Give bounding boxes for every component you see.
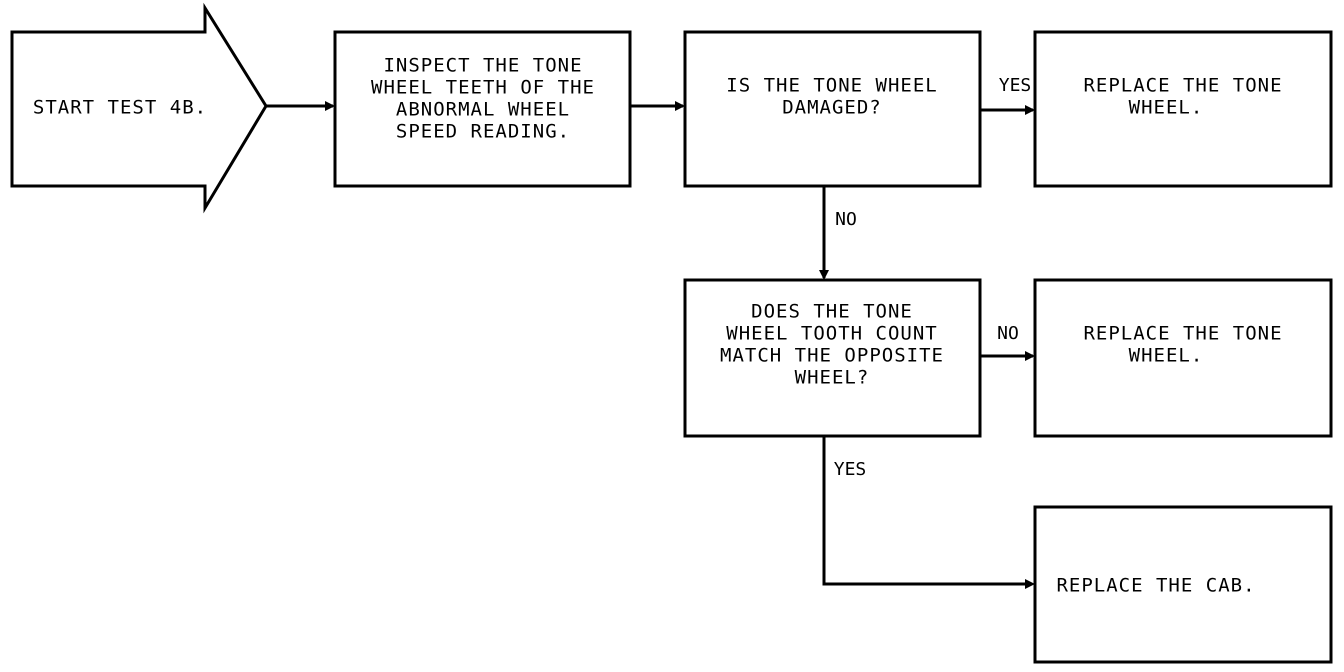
inspect-line-1: INSPECT THE TONE [383,55,582,77]
replace-tone-wheel-1-line-2: WHEEL. [1129,97,1204,119]
inspect-node: INSPECT THE TONE WHEEL TEETH OF THE ABNO… [333,30,632,188]
damaged-question-line-1: IS THE TONE WHEEL [726,75,937,97]
replace-tone-wheel-2-box [1033,278,1333,438]
edge-label-tooth-no: NO [997,323,1019,344]
edge-label-tooth-yes: YES [834,459,867,480]
replace-cab-line-1: REPLACE THE CAB. [1056,575,1255,597]
replace-tone-wheel-1-box [1033,30,1333,188]
tooth-count-question-line-1: DOES THE TONE [751,301,913,323]
arrowhead-start-inspect [325,101,335,111]
tooth-count-question-line-3: MATCH THE OPPOSITE [720,345,944,367]
arrowhead-damaged-no [819,270,829,280]
damaged-question-line-2: DAMAGED? [782,97,882,119]
arrowhead-tooth-yes [1025,579,1035,589]
arrowhead-damaged-yes [1025,105,1035,115]
replace-cab-box [1033,505,1333,664]
tooth-count-question-box [683,278,982,438]
replace-tone-wheel-2-node: REPLACE THE TONE WHEEL. [1033,278,1333,438]
start-arrow-shape [10,2,268,214]
damaged-question-node: IS THE TONE WHEEL DAMAGED? [683,30,982,188]
tooth-count-question-line-4: WHEEL? [795,367,870,389]
edge-label-damaged-yes: YES [999,75,1032,96]
inspect-line-2: WHEEL TEETH OF THE [371,77,595,99]
inspect-line-4: SPEED READING. [396,121,570,143]
tooth-count-question-line-2: WHEEL TOOTH COUNT [726,323,937,345]
inspect-line-3: ABNORMAL WHEEL [396,99,570,121]
start-node: START TEST 4B. [10,2,268,214]
replace-tone-wheel-1-line-1: REPLACE THE TONE [1083,75,1282,97]
connector-tooth-yes [822,436,1031,586]
arrowhead-inspect-damaged [675,101,685,111]
replace-tone-wheel-2-line-2: WHEEL. [1129,345,1204,367]
start-label: START TEST 4B. [33,97,207,119]
replace-tone-wheel-1-node: REPLACE THE TONE WHEEL. [1033,30,1333,188]
arrowhead-tooth-no [1025,351,1035,361]
inspect-box [333,30,632,188]
tooth-count-question-node: DOES THE TONE WHEEL TOOTH COUNT MATCH TH… [683,278,982,438]
replace-tone-wheel-2-line-1: REPLACE THE TONE [1083,323,1282,345]
replace-cab-node: REPLACE THE CAB. [1033,505,1333,664]
edge-label-damaged-no: NO [835,209,857,230]
damaged-question-box [683,30,982,188]
